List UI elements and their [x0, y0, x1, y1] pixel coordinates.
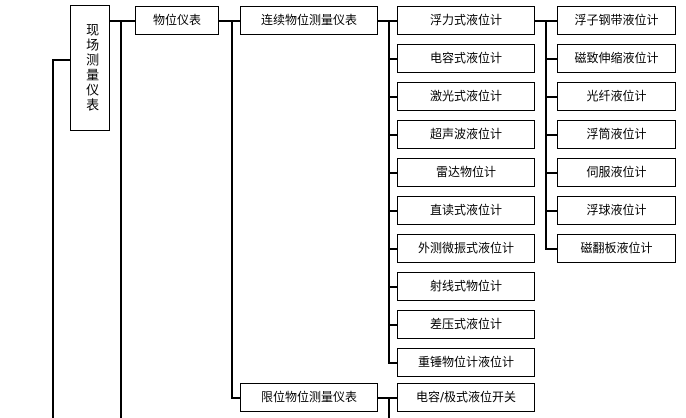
connector-stub-l5-4	[545, 134, 558, 136]
connector-buoyancy-to-trunk5	[535, 20, 547, 22]
trunk-level2	[120, 20, 122, 418]
node-label: 磁翻板液位计	[580, 240, 653, 255]
node-label: 连续物位测量仪表	[260, 12, 357, 27]
node-optical-fiber-level-gauge[interactable]: 光纤液位计	[557, 82, 676, 111]
connector-stub-l5-1	[545, 20, 558, 22]
node-label: 伺服液位计	[586, 164, 647, 179]
node-capacitive-level-switch[interactable]: 电容/极式液位开关	[397, 383, 535, 412]
connector-trunk3-to-continuous	[231, 20, 241, 22]
connector-trunk4b-to-switch	[388, 397, 398, 399]
connector-root-to-trunk2	[110, 20, 122, 22]
trunk-level3	[231, 20, 233, 399]
connector-stub-l4-6	[388, 210, 398, 212]
connector-stub-l5-3	[545, 96, 558, 98]
node-label: 浮球液位计	[586, 202, 647, 217]
connector-stub-l4-5	[388, 172, 398, 174]
node-radar-level-gauge[interactable]: 雷达物位计	[397, 158, 535, 187]
connector-stub-l4-2	[388, 58, 398, 60]
node-limit-level-measurement[interactable]: 限位物位测量仪表	[240, 383, 378, 412]
connector-stub-l4-10	[388, 362, 398, 364]
node-plumb-bob-level-gauge[interactable]: 重锤物位计液位计	[397, 348, 535, 377]
connector-stub-l4-3	[388, 96, 398, 98]
connector-stub-l5-6	[545, 210, 558, 212]
connector-left-edge-to-root	[52, 59, 72, 61]
node-label: 差压式液位计	[429, 316, 502, 331]
connector-left-edge-vertical	[52, 59, 54, 418]
connector-stub-l4-9	[388, 324, 398, 326]
connector-stub-l5-2	[545, 58, 558, 60]
connector-stub-l5-5	[545, 172, 558, 174]
node-label: 现场测量仪表	[83, 23, 99, 113]
node-label: 浮筒液位计	[586, 126, 647, 141]
connector-wuwei-to-trunk3	[219, 20, 233, 22]
node-external-microvibration-level-gauge[interactable]: 外测微振式液位计	[397, 234, 535, 263]
node-label: 电容/极式液位开关	[415, 389, 517, 404]
node-label: 重锤物位计液位计	[417, 354, 514, 369]
trunk-level4-limit	[388, 397, 390, 418]
node-label: 磁致伸缩液位计	[574, 50, 659, 65]
node-radiation-level-gauge[interactable]: 射线式物位计	[397, 272, 535, 301]
node-direct-reading-level-gauge[interactable]: 直读式液位计	[397, 196, 535, 225]
connector-trunk3-to-limit	[231, 397, 241, 399]
node-label: 浮子钢带液位计	[574, 12, 659, 27]
node-float-steel-tape-level-gauge[interactable]: 浮子钢带液位计	[557, 6, 676, 35]
node-root-field-measurement-instruments[interactable]: 现场测量仪表	[70, 5, 110, 131]
node-label: 限位物位测量仪表	[260, 389, 357, 404]
node-displacer-level-gauge[interactable]: 浮筒液位计	[557, 120, 676, 149]
node-laser-level-gauge[interactable]: 激光式液位计	[397, 82, 535, 111]
node-label: 直读式液位计	[429, 202, 502, 217]
node-label: 物位仪表	[152, 12, 201, 27]
node-servo-level-gauge[interactable]: 伺服液位计	[557, 158, 676, 187]
connector-stub-l4-8	[388, 286, 398, 288]
node-label: 激光式液位计	[429, 88, 502, 103]
node-capacitive-level-gauge[interactable]: 电容式液位计	[397, 44, 535, 73]
trunk-level4-continuous	[388, 20, 390, 362]
connector-stub-l4-1	[388, 20, 398, 22]
connector-stub-l5-7	[545, 248, 558, 250]
node-label: 射线式物位计	[429, 278, 502, 293]
node-magnetic-flap-level-gauge[interactable]: 磁翻板液位计	[557, 234, 676, 263]
node-buoyancy-level-gauge[interactable]: 浮力式液位计	[397, 6, 535, 35]
connector-stub-l4-7	[388, 248, 398, 250]
connector-trunk2-to-wuwei	[120, 20, 136, 22]
node-differential-pressure-level-gauge[interactable]: 差压式液位计	[397, 310, 535, 339]
node-level-measurement-instruments[interactable]: 物位仪表	[135, 6, 219, 35]
connector-limit-to-trunk4b	[378, 397, 390, 399]
node-label: 超声波液位计	[429, 126, 502, 141]
node-magnetostrictive-level-gauge[interactable]: 磁致伸缩液位计	[557, 44, 676, 73]
node-ultrasonic-level-gauge[interactable]: 超声波液位计	[397, 120, 535, 149]
node-label: 雷达物位计	[435, 164, 496, 179]
node-label: 电容式液位计	[429, 50, 502, 65]
connector-stub-l4-4	[388, 134, 398, 136]
node-label: 浮力式液位计	[429, 12, 502, 27]
node-float-ball-level-gauge[interactable]: 浮球液位计	[557, 196, 676, 225]
connector-continuous-to-trunk4	[378, 20, 390, 22]
node-label: 光纤液位计	[586, 88, 647, 103]
node-continuous-level-measurement[interactable]: 连续物位测量仪表	[240, 6, 378, 35]
node-label: 外测微振式液位计	[417, 240, 514, 255]
